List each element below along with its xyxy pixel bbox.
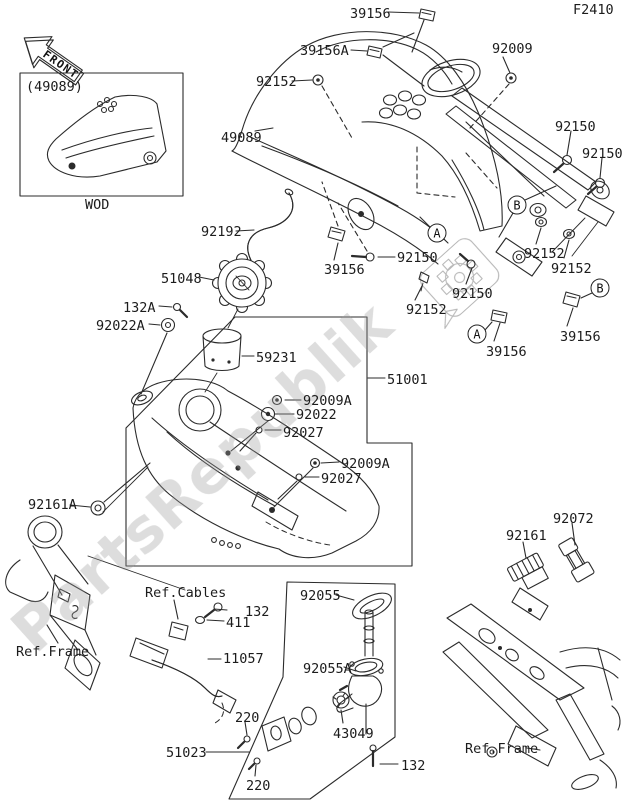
part-label-92022: 92022: [296, 407, 337, 423]
part-label-220: 220: [235, 710, 260, 726]
callout-b: B: [590, 278, 610, 298]
part-label-39156: 39156: [486, 344, 527, 360]
part-label-92022a: 92022A: [96, 318, 145, 334]
callout-b: B: [507, 195, 527, 215]
dashed-lines: [321, 83, 510, 252]
part-label-wod: WOD: [85, 197, 110, 213]
assembly-boundary-51001: [125, 316, 413, 567]
part-label-39156: 39156: [560, 329, 601, 345]
part-label-92150: 92150: [397, 250, 438, 266]
part-label-92009a: 92009A: [303, 393, 352, 409]
part-label-92055: 92055: [300, 588, 341, 604]
part-label-51048: 51048: [161, 271, 202, 287]
callout-a: A: [427, 223, 447, 243]
part-label-92150: 92150: [555, 119, 596, 135]
part-label-11057: 11057: [223, 651, 264, 667]
inset-box-49089: [19, 72, 184, 197]
part-label-92150: 92150: [452, 286, 493, 302]
part-label-132a: 132A: [123, 300, 156, 316]
part-label-92152: 92152: [551, 261, 592, 277]
upper-frame-rails-drawing: [445, 87, 615, 277]
part-label-92152: 92152: [524, 246, 565, 262]
part-label-92152: 92152: [256, 74, 297, 90]
right-frame-drawing: [442, 537, 621, 790]
part-label-92009a: 92009A: [341, 456, 390, 472]
part-label-132: 132: [401, 758, 426, 774]
hose-cap-neck-drawing: [202, 188, 294, 393]
part-label-51001: 51001: [387, 372, 428, 388]
part-label-ref-frame: Ref.Frame: [465, 741, 539, 757]
part-label-220: 220: [246, 778, 271, 794]
part-label-49089: 49089: [221, 130, 262, 146]
part-label-92027: 92027: [283, 425, 324, 441]
page-code: F2410: [573, 2, 614, 18]
part-label-92009: 92009: [492, 41, 533, 57]
left-frame-drawing: [5, 466, 186, 691]
part-label-49089: (49089): [26, 79, 83, 95]
part-label-39156a: 39156A: [300, 43, 349, 59]
part-label-92055a: 92055A: [303, 661, 352, 677]
part-label-132: 132: [245, 604, 270, 620]
fastener-icons: [90, 8, 606, 516]
watermark-gear-icon: [419, 238, 500, 329]
part-label-43049: 43049: [333, 726, 374, 742]
leader-lines: [46, 11, 603, 777]
part-label-92150: 92150: [582, 146, 623, 162]
part-label-92072: 92072: [553, 511, 594, 527]
callout-a: A: [467, 324, 487, 344]
part-label-59231: 59231: [256, 350, 297, 366]
part-label-92152: 92152: [406, 302, 447, 318]
part-label-ref-cables: Ref.Cables: [145, 585, 227, 601]
assembly-boundary-51023: [228, 581, 396, 800]
part-label-39156: 39156: [324, 262, 365, 278]
cables-drawing: [129, 602, 237, 724]
part-label-92192: 92192: [201, 224, 242, 240]
tank-cover-drawing: [231, 31, 503, 265]
fuel-tap-drawing: [236, 592, 392, 771]
part-label-411: 411: [226, 615, 251, 631]
part-label-92161: 92161: [506, 528, 547, 544]
fuel-tank-drawing: [131, 378, 380, 559]
part-label-39156: 39156: [350, 6, 391, 22]
part-label-ref-frame: Ref.Frame: [16, 644, 90, 660]
part-label-92027: 92027: [321, 471, 362, 487]
part-label-92161a: 92161A: [28, 497, 77, 513]
part-label-51023: 51023: [166, 745, 207, 761]
